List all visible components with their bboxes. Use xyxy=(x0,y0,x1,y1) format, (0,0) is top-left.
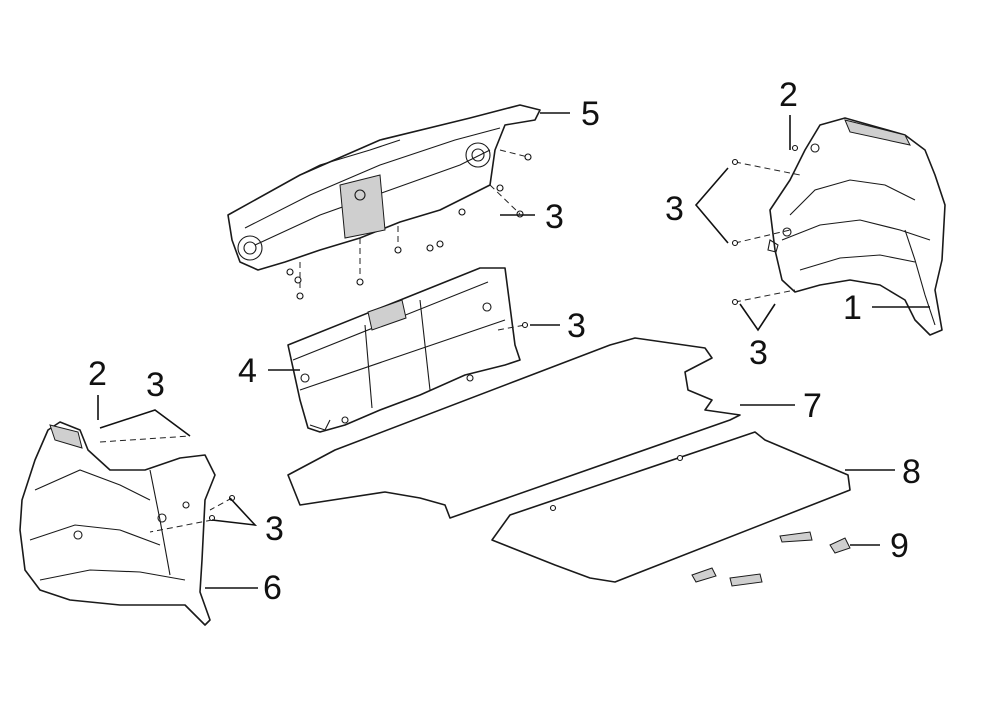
part-8-floor-board xyxy=(491,431,851,583)
callout-8: 8 xyxy=(902,453,921,491)
callout-2-right: 2 xyxy=(779,76,798,114)
part-7-trunk-floor-carpet xyxy=(287,337,741,519)
callout-labels: 1 2 5 3 3 3 3 4 7 8 9 2 3 3 6 xyxy=(88,76,921,607)
part-5-parcel-shelf xyxy=(227,104,541,271)
part-1-right-quarter-trim xyxy=(767,117,946,336)
callout-1: 1 xyxy=(843,289,862,327)
callout-3-top: 3 xyxy=(545,198,564,236)
part-9-pads xyxy=(691,531,851,587)
callout-3-left-top: 3 xyxy=(146,366,165,404)
callout-5: 5 xyxy=(581,95,600,133)
callout-6: 6 xyxy=(263,569,282,607)
callout-4: 4 xyxy=(238,352,257,390)
part-6-left-quarter-trim xyxy=(19,421,216,626)
callout-3-right-upper: 3 xyxy=(665,190,684,228)
callout-3-right-lower: 3 xyxy=(749,334,768,372)
callout-2-left: 2 xyxy=(88,355,107,393)
callout-7: 7 xyxy=(803,387,822,425)
callout-3-center: 3 xyxy=(567,307,586,345)
part-4-trunk-front-panel xyxy=(287,267,521,433)
leader-lines xyxy=(97,112,930,589)
part-5-fasteners xyxy=(286,149,532,300)
callout-3-left-bottom: 3 xyxy=(265,510,284,548)
callout-9: 9 xyxy=(890,527,909,565)
